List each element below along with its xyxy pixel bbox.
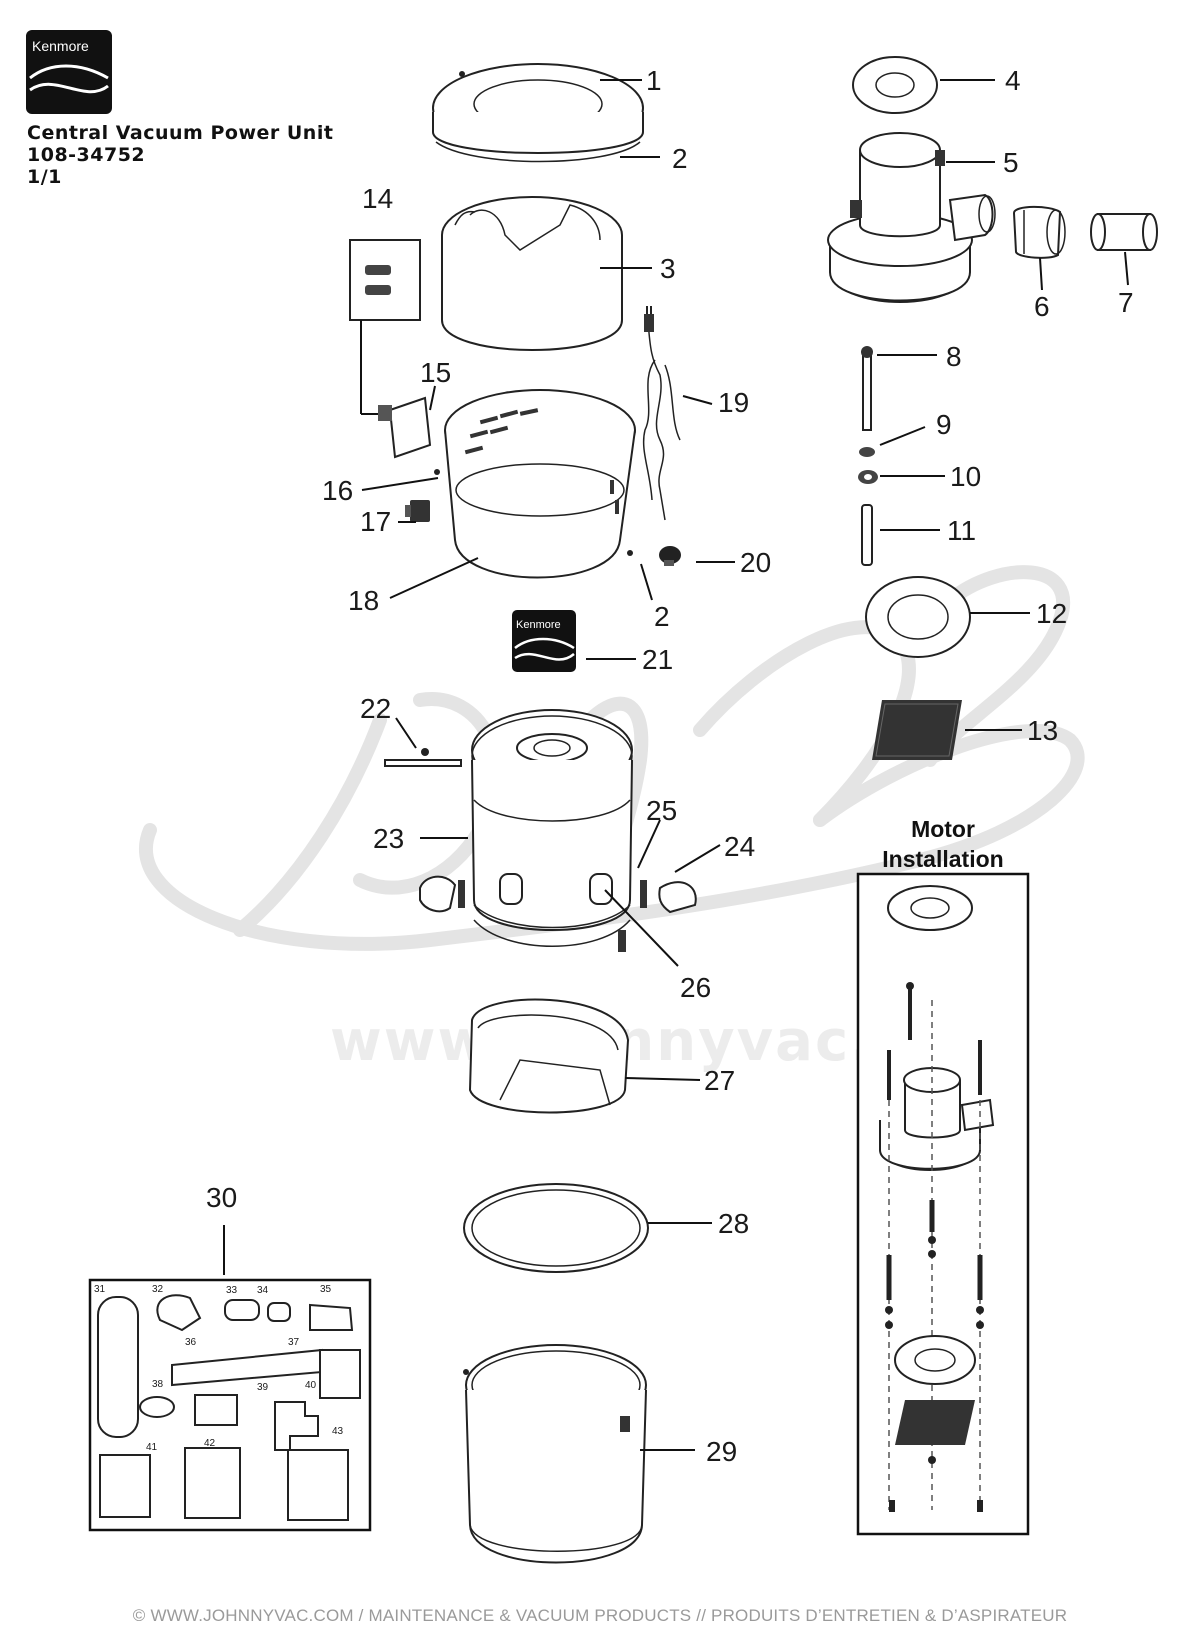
part-29-bucket <box>463 1344 647 1564</box>
part-17-switch <box>405 500 430 522</box>
part-19-power-cord <box>642 306 681 521</box>
part-23-canister <box>471 709 633 952</box>
label-part-22: 22 <box>360 693 391 724</box>
label-kit-31: 31 <box>94 1284 106 1295</box>
label-part-9: 9 <box>936 409 952 440</box>
label-kit-33: 33 <box>226 1285 238 1296</box>
label-part-29: 29 <box>706 1436 737 1467</box>
motor-installation-title: Motor Installation <box>858 814 1028 874</box>
motor-installation-title-line1: Motor <box>911 816 975 842</box>
part-7-exhaust-tube <box>1090 213 1158 251</box>
label-part-5: 5 <box>1003 147 1019 178</box>
label-part-13: 13 <box>1027 715 1058 746</box>
label-part-20: 20 <box>740 547 771 578</box>
part-15-switch-plate <box>378 396 432 459</box>
label-kit-36: 36 <box>185 1337 197 1348</box>
part-18-motor-housing <box>434 389 636 579</box>
label-part-2-bottom: 2 <box>654 601 670 632</box>
label-part-17: 17 <box>360 506 391 537</box>
part-number-labels: 1 2 3 4 5 6 7 8 9 10 11 12 13 14 15 16 1… <box>206 65 1134 1467</box>
label-part-11: 11 <box>947 515 976 546</box>
label-kit-40: 40 <box>305 1380 317 1391</box>
label-kit-43: 43 <box>332 1426 344 1437</box>
label-kit-35: 35 <box>320 1284 332 1295</box>
label-part-27: 27 <box>704 1065 735 1096</box>
label-part-19: 19 <box>718 387 749 418</box>
part-14-terminals <box>349 239 421 415</box>
part-11-spacer <box>861 504 873 566</box>
part-28-gasket <box>463 1183 649 1273</box>
label-part-1: 1 <box>646 65 662 96</box>
label-part-15: 15 <box>420 357 451 388</box>
part-30-install-kit <box>88 1278 372 1532</box>
label-part-7: 7 <box>1118 287 1134 318</box>
motor-installation-title-line2: Installation <box>882 846 1004 872</box>
part-21-kenmore-badge: Kenmore <box>512 610 576 672</box>
label-part-8: 8 <box>946 341 962 372</box>
part-27-filter-bag <box>468 998 630 1114</box>
kit-part-labels: 31 32 33 34 35 36 37 38 39 40 41 42 43 <box>94 1284 344 1453</box>
kenmore-logo-text: Kenmore <box>32 38 89 54</box>
label-part-18: 18 <box>348 585 379 616</box>
label-part-16: 16 <box>322 475 353 506</box>
badge-logo-text: Kenmore <box>516 619 561 631</box>
part-4-gasket <box>852 56 938 114</box>
part-13-screen-filter <box>872 700 962 760</box>
part-8-rod <box>861 346 873 431</box>
label-part-3: 3 <box>660 253 676 284</box>
label-kit-39: 39 <box>257 1382 269 1393</box>
label-part-26: 26 <box>680 972 711 1003</box>
label-part-24: 24 <box>724 831 755 862</box>
label-part-21: 21 <box>642 644 673 675</box>
motor-installation-panel <box>856 872 1030 1536</box>
footer-copyright: © WWW.JOHNNYVAC.COM / MAINTENANCE & VACU… <box>132 1606 1068 1625</box>
part-9-washer <box>859 447 875 457</box>
part-6-coupler <box>1012 205 1066 259</box>
label-part-14: 14 <box>362 183 393 214</box>
model-number: 108-34752 <box>27 144 146 166</box>
label-part-30: 30 <box>206 1182 237 1213</box>
label-part-4: 4 <box>1005 65 1021 96</box>
label-part-2-top: 2 <box>672 143 688 174</box>
label-kit-32: 32 <box>152 1284 164 1295</box>
part-20-component <box>659 546 681 566</box>
part-3-muffler <box>441 196 623 351</box>
label-part-25: 25 <box>646 795 677 826</box>
label-part-12: 12 <box>1036 598 1067 629</box>
kenmore-logo: Kenmore <box>26 30 112 114</box>
part-12-gasket <box>865 576 971 658</box>
label-kit-42: 42 <box>204 1438 216 1449</box>
part-22-rod <box>384 748 462 767</box>
leader-lines <box>223 79 1129 1451</box>
label-kit-38: 38 <box>152 1379 164 1390</box>
label-part-28: 28 <box>718 1208 749 1239</box>
page-number: 1/1 <box>27 166 62 188</box>
part-10-nut <box>858 470 878 484</box>
label-kit-41: 41 <box>146 1442 158 1453</box>
part-24-inlet-elbows <box>419 875 697 914</box>
label-part-23: 23 <box>373 823 404 854</box>
label-kit-37: 37 <box>288 1337 300 1348</box>
document-title: Central Vacuum Power Unit <box>27 122 334 144</box>
label-part-10: 10 <box>950 461 981 492</box>
part-1-top-cover <box>432 63 644 163</box>
label-part-6: 6 <box>1034 291 1050 322</box>
part-5-motor <box>827 132 996 303</box>
label-kit-34: 34 <box>257 1285 269 1296</box>
document-header: Central Vacuum Power Unit 108-34752 1/1 <box>27 122 333 188</box>
